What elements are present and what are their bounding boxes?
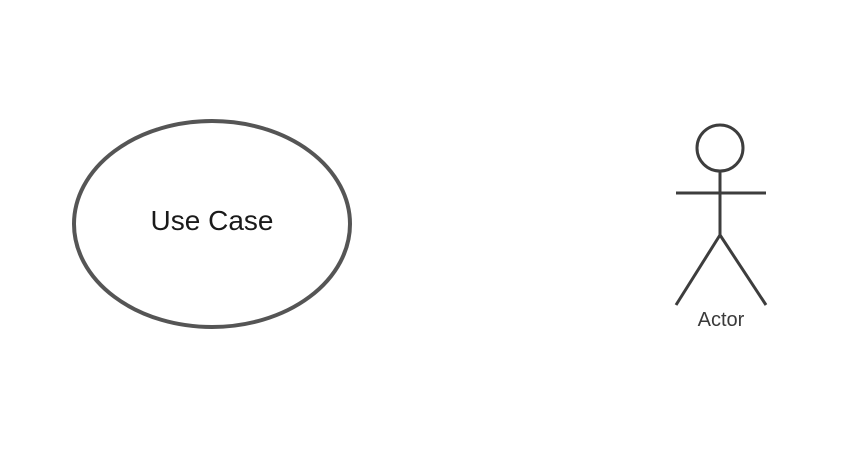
use-case-label: Use Case (151, 205, 274, 236)
actor-label: Actor (698, 309, 745, 331)
actor-left-leg (674, 234, 722, 306)
actor-node[interactable]: Actor (674, 123, 768, 331)
use-case-node[interactable]: Use Case (72, 119, 352, 329)
actor-head (695, 123, 745, 173)
actor-right-leg (718, 234, 768, 306)
use-case-ellipse[interactable] (72, 119, 352, 329)
